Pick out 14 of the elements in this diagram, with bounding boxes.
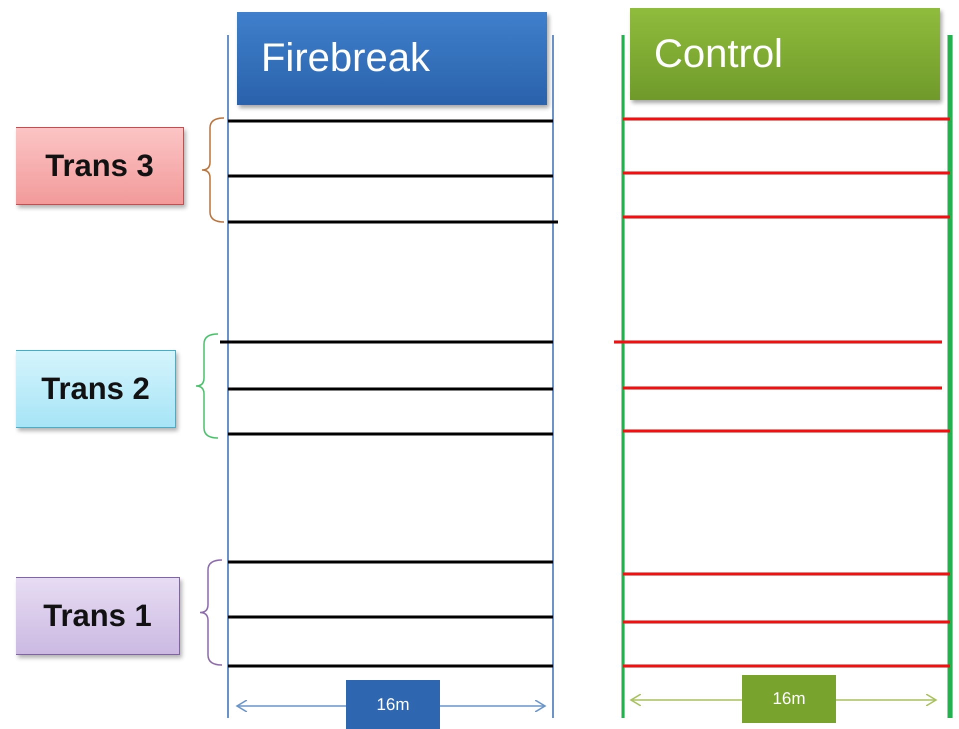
node-text: 16m xyxy=(772,689,806,709)
node-text: Firebreak xyxy=(261,36,430,81)
node-text: 16m xyxy=(376,694,410,714)
node-text: Trans 1 xyxy=(43,598,152,634)
transect-label xyxy=(16,127,184,205)
node-text: Trans 2 xyxy=(41,371,150,407)
node-text: Control xyxy=(654,32,783,76)
plot-heading xyxy=(630,8,940,100)
width-tag xyxy=(346,680,440,729)
transect-label xyxy=(16,577,180,655)
plot-heading xyxy=(237,12,547,105)
width-tag xyxy=(742,675,836,723)
transect-label xyxy=(16,350,176,428)
node-text: Trans 3 xyxy=(45,148,154,184)
